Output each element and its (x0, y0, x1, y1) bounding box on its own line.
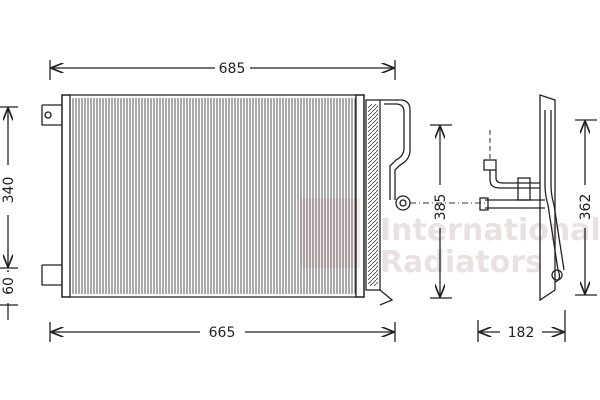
dim-182: 182 (508, 325, 535, 341)
dim-665: 665 (209, 325, 236, 341)
dimension-top: 685 (49, 60, 396, 80)
dim-340: 340 (1, 177, 17, 204)
pipe-inlet (380, 99, 411, 200)
condenser-core (41, 94, 485, 306)
mount-bracket-top (41, 104, 62, 126)
mount-bracket-bottom (41, 264, 62, 286)
bracket (539, 94, 556, 302)
dim-685: 685 (219, 61, 246, 77)
dimension-bottom: 665 (49, 322, 396, 342)
watermark-line1: International (380, 213, 600, 248)
watermark-line2: Radiators (380, 245, 543, 280)
pipe-fitting (395, 195, 411, 211)
dimension-182: 182 (477, 310, 566, 342)
dimension-385: 385 (430, 124, 452, 299)
dim-362: 362 (578, 194, 594, 221)
dim-60: 60 (1, 277, 17, 295)
dim-385: 385 (433, 194, 449, 221)
dimension-362: 362 (575, 119, 597, 296)
dimension-left: 340 60 (0, 106, 18, 320)
pipe-side-view (479, 94, 565, 302)
